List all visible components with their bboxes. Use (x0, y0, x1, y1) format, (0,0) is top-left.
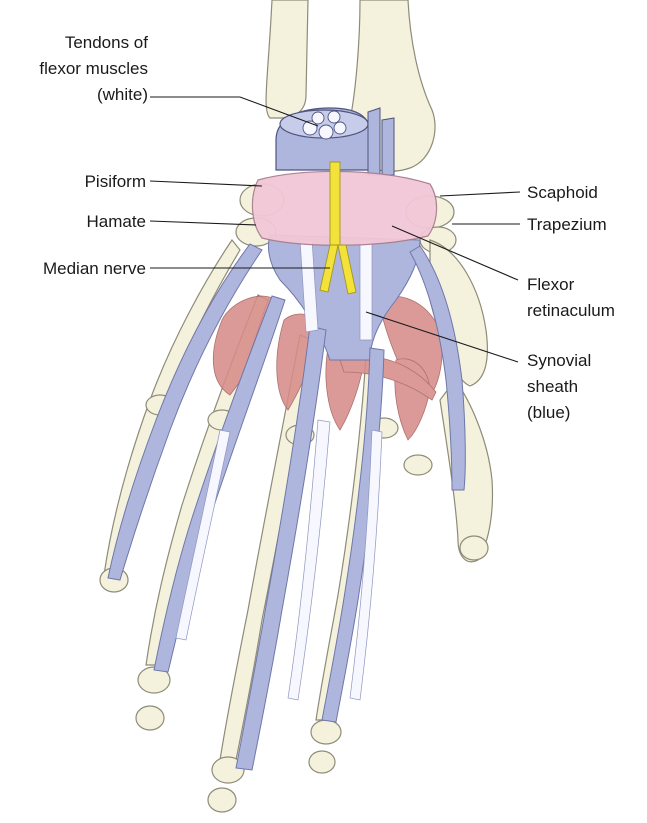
label-pisiform: Pisiform (85, 172, 146, 191)
label-tendons-line2: flexor muscles (39, 59, 148, 78)
label-flexor-line2: retinaculum (527, 301, 615, 320)
label-trapezium: Trapezium (527, 215, 607, 234)
label-synovial-line2: sheath (527, 377, 578, 396)
label-hamate: Hamate (86, 212, 146, 231)
flexor-retinaculum (252, 171, 436, 245)
label-flexor-line1: Flexor (527, 275, 575, 294)
label-tendons-line3: (white) (97, 85, 148, 104)
label-scaphoid: Scaphoid (527, 183, 598, 202)
label-synovial-line3: (blue) (527, 403, 570, 422)
leader-pisiform (150, 181, 262, 186)
label-median-nerve: Median nerve (43, 259, 146, 278)
label-tendons-line1: Tendons of (65, 33, 148, 52)
leader-scaphoid (440, 192, 520, 196)
label-synovial-line1: Synovial (527, 351, 591, 370)
